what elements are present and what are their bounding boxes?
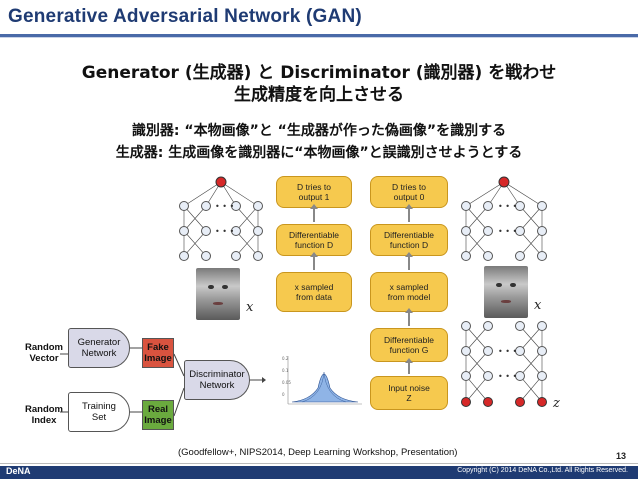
svg-text:0.1: 0.1	[282, 368, 289, 373]
discriminator-net-real-diagram: • • • • • •	[179, 176, 263, 261]
flow-arrow	[310, 204, 318, 222]
flow-d-output-1: D tries to output 1	[276, 176, 352, 208]
gaussian-distribution-plot: 0.2 0.1 0.05 0	[282, 356, 362, 405]
z-symbol: z	[553, 396, 560, 411]
x-symbol-right: x	[534, 298, 542, 313]
generator-to-image-arrows	[130, 347, 142, 413]
flow-x-from-data: x sampled from data	[276, 272, 352, 312]
footer-bar	[0, 466, 638, 479]
random-index-label: Random Index	[25, 404, 63, 427]
real-image-block: Real Image	[142, 400, 174, 430]
svg-text:0.2: 0.2	[282, 356, 289, 361]
citation-text: (Goodfellow+, NIPS2014, Deep Learning Wo…	[178, 447, 458, 458]
discriminator-output-arrow	[250, 377, 266, 383]
title-divider-light	[0, 37, 638, 38]
slide-title: Generative Adversarial Network (GAN)	[8, 6, 362, 27]
generator-discriminator-net-diagram: • • • • • • • • • • • •	[461, 176, 547, 407]
headline-line-1: Generator (生成器) と Discriminator (識別器) を戦…	[81, 63, 557, 83]
copyright-text: Copyright (C) 2014 DeNA Co.,Ltd. All Rig…	[457, 467, 628, 474]
page-number: 13	[615, 451, 626, 461]
svg-text:0.05: 0.05	[282, 380, 291, 385]
flow-arrow	[405, 204, 413, 222]
flow-arrow	[405, 358, 413, 374]
svg-text:• • •: • • •	[498, 347, 517, 356]
flow-input-noise: Input noise Z	[370, 376, 448, 410]
svg-text:0: 0	[282, 392, 285, 397]
discriminator-network-block: Discriminator Network	[184, 360, 250, 400]
title-divider	[0, 34, 638, 37]
face-photo-generated	[484, 266, 528, 318]
input-arrows	[60, 353, 68, 413]
svg-text:• • •: • • •	[498, 202, 517, 211]
headline-line-2: 生成精度を向上させる	[234, 85, 404, 105]
flow-arrow	[405, 252, 413, 270]
svg-text:• • •: • • •	[215, 202, 234, 211]
flow-function-d-left: Differentiable function D	[276, 224, 352, 256]
subtext-line-1: 識別器: “本物画像”と “生成器が作った偽画像”を識別する	[131, 123, 507, 139]
dena-logo: DeNA	[6, 466, 31, 476]
flow-d-output-0: D tries to output 0	[370, 176, 448, 208]
footer-divider	[0, 463, 638, 464]
training-set-block: Training Set	[68, 392, 130, 432]
face-photo-real	[196, 268, 240, 320]
svg-text:• • •: • • •	[498, 227, 517, 236]
fake-image-block: Fake Image	[142, 338, 174, 368]
subtext-line-2: 生成器: 生成画像を識別器に“本物画像”と誤識別させようとする	[115, 145, 523, 161]
flow-arrow	[405, 308, 413, 326]
random-vector-label: Random Vector	[25, 342, 63, 365]
flow-arrow	[310, 252, 318, 270]
flow-x-from-model: x sampled from model	[370, 272, 448, 312]
generator-network-block: Generator Network	[68, 328, 130, 368]
x-symbol-left: x	[246, 300, 254, 315]
svg-text:• • •: • • •	[498, 372, 517, 381]
flow-function-g: Differentiable function G	[370, 328, 448, 362]
image-to-discriminator-arrows	[174, 353, 185, 417]
svg-text:• • •: • • •	[215, 227, 234, 236]
